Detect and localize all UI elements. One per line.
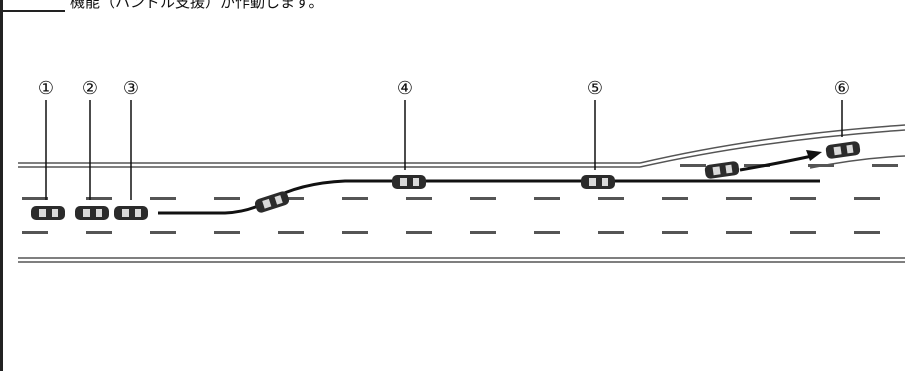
car-icon (31, 206, 65, 220)
lane-dash (854, 197, 880, 200)
caption-text: 機能（ハンドル支援）が作動します。 (70, 0, 324, 11)
lane-dash (662, 197, 688, 200)
car-icon (114, 206, 148, 220)
car-window (52, 209, 58, 217)
frame-left-border (0, 0, 3, 371)
lane-dash (726, 197, 752, 200)
car-icon (825, 141, 861, 159)
car-body (392, 175, 426, 189)
car-icon (704, 161, 740, 179)
car-window (400, 178, 407, 186)
merge-ramp-edge-outer (639, 124, 906, 164)
car-window (712, 166, 721, 176)
lane-dash (406, 231, 432, 234)
lane-dash (470, 231, 496, 234)
step-marker-2: ② (82, 78, 98, 99)
car-window (413, 178, 419, 186)
car-window (274, 195, 283, 205)
car-window (83, 209, 90, 217)
car-window (725, 164, 733, 174)
lane-dash (854, 231, 880, 234)
car-window (846, 144, 854, 154)
lane-dash (86, 231, 112, 234)
merge-ramp-edge-inner (639, 129, 906, 168)
lane-dashes (22, 164, 898, 234)
lane-dash (278, 197, 304, 200)
car-window (96, 209, 102, 217)
step-marker-3: ③ (123, 78, 139, 99)
lane-dash (808, 164, 834, 167)
car-window (39, 209, 46, 217)
lane-dash (662, 231, 688, 234)
lane-dash (86, 197, 112, 200)
step-marker-4: ④ (397, 78, 413, 99)
car-window (262, 198, 272, 209)
lane-dash (214, 231, 240, 234)
car-body (114, 206, 148, 220)
car-body (704, 161, 740, 179)
vehicles (31, 141, 861, 220)
car-window (135, 209, 141, 217)
lane-dash (598, 197, 624, 200)
car-icon (254, 191, 290, 213)
frame-top-border (0, 10, 65, 12)
lane-dash (22, 197, 48, 200)
car-window (122, 209, 129, 217)
car-body (75, 206, 109, 220)
lane-dash (680, 164, 706, 167)
lane-dash (534, 197, 560, 200)
car-body (825, 141, 861, 159)
car-body (254, 191, 290, 213)
step-marker-1: ① (38, 78, 54, 99)
lane-dash (278, 231, 304, 234)
lane-dash (534, 231, 560, 234)
lane-dash (406, 197, 432, 200)
car-icon (581, 175, 615, 189)
lane-dash (150, 197, 176, 200)
car-window (833, 146, 842, 156)
car-icon (392, 175, 426, 189)
lane-dash (790, 197, 816, 200)
lane-dash (790, 231, 816, 234)
lane-dash (342, 231, 368, 234)
lane-dash (342, 197, 368, 200)
lane-dash (150, 231, 176, 234)
trajectory-arrowhead (806, 150, 822, 161)
lane-dash (214, 197, 240, 200)
car-window (602, 178, 608, 186)
car-window (589, 178, 596, 186)
step-marker-6: ⑥ (834, 78, 850, 99)
car-body (31, 206, 65, 220)
step-marker-5: ⑤ (587, 78, 603, 99)
lane-dash (22, 231, 48, 234)
lane-dash (726, 231, 752, 234)
lane-dash (872, 164, 898, 167)
step-markers: ① ② ③ ④ ⑤ ⑥ (38, 78, 850, 200)
lane-dash (598, 231, 624, 234)
trajectory-merge-line (739, 154, 813, 172)
car-body (581, 175, 615, 189)
car-icon (75, 206, 109, 220)
lane-dash (470, 197, 496, 200)
